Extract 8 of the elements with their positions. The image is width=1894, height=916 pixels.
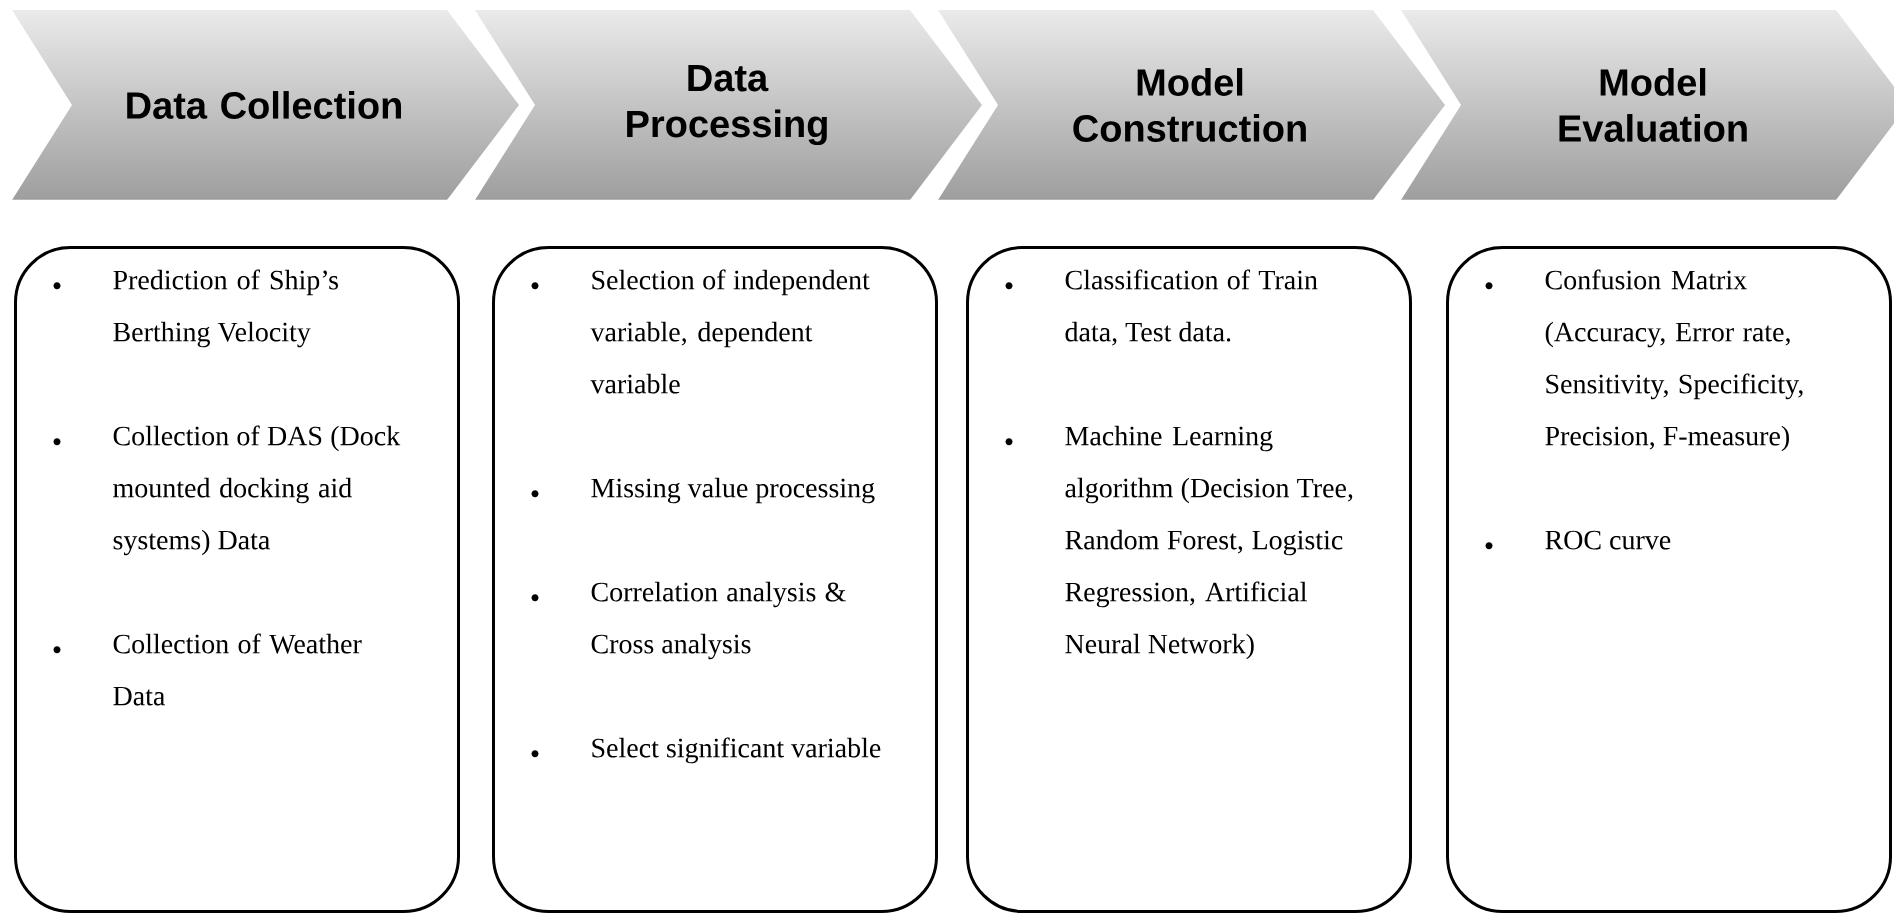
- list-box: Selection of independent variable, dependent variable Missing value processing Correlation analysis & Cross analysis Select significant variable: [492, 246, 938, 913]
- list-box: Prediction of Ship’s Berthing Velocity Collection of DAS (Dock mounted docking aid systems) Data Collection of Weather Data: [14, 246, 460, 913]
- chevron-arrow: Model Evaluation: [1559, 68, 1747, 142]
- chevron-arrow: Model Construction: [1073, 68, 1306, 142]
- chevron-arrow: Data Processing: [627, 64, 827, 146]
- list-box: Classification of Train data, Test data. Machine Learning algorithm (Decision Tree, Random Forest, Logistic Regression, Artificial Neural Network): [966, 246, 1412, 913]
- chevron-arrow: Data Collection: [127, 91, 401, 119]
- list-box: Confusion Matrix (Accuracy, Error rate, Sensitivity, Specificity, Precision, F-measure) ROC curve: [1446, 246, 1892, 913]
